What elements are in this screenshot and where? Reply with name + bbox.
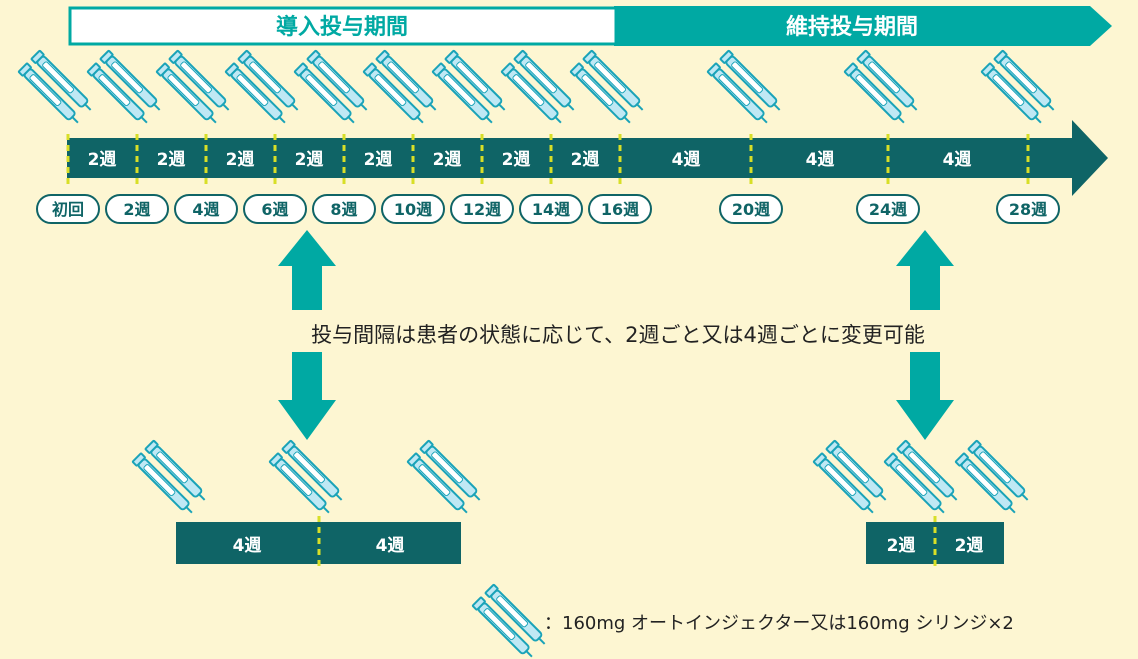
alt-schedule-4-weeks: 4週 4週 — [131, 439, 485, 570]
segment-label: 2週 — [295, 150, 324, 170]
segment-label: 2週 — [226, 150, 255, 170]
segment-label: 2週 — [157, 150, 186, 170]
segment-label: 4週 — [376, 536, 405, 556]
segment-label: 2週 — [502, 150, 531, 170]
syringe-pair-icon — [843, 49, 922, 128]
syringe-pair-icon — [954, 439, 1033, 518]
syringe-pair-icon — [224, 49, 303, 128]
week-marker-label: 24週 — [869, 200, 907, 219]
week-marker-label: 10週 — [394, 200, 432, 219]
syringe-pair-icon — [268, 439, 347, 518]
week-marker-label: 14週 — [532, 200, 570, 219]
timeline-arrow: 2週 2週 2週 2週 2週 2週 2週 2週 4週 4週 4週 — [66, 120, 1108, 196]
dose-icons-row — [17, 49, 1059, 128]
week-marker-label: 6週 — [261, 200, 288, 219]
syringe-pair-icon — [406, 439, 485, 518]
arrow-down-icon — [278, 352, 336, 440]
phase-header: 導入投与期間 維持投与期間 — [68, 6, 1112, 46]
interval-change-note: 投与間隔は患者の状態に応じて、2週ごと又は4週ごとに変更可能 — [311, 323, 925, 347]
segment-label: 4週 — [672, 150, 701, 170]
syringe-pair-icon — [86, 49, 165, 128]
week-marker-label: 20週 — [732, 200, 770, 219]
syringe-pair-icon — [131, 439, 210, 518]
maintenance-phase-band — [614, 6, 1112, 46]
syringe-pair-icon — [293, 49, 372, 128]
induction-phase-band — [68, 6, 618, 46]
week-marker-label: 初回 — [52, 200, 84, 219]
segment-label: 2週 — [887, 536, 916, 556]
week-markers: 初回 2週 4週 6週 8週 10週 12週 14週 16週 20週 24週 2… — [36, 194, 1060, 224]
segment-label: 4週 — [806, 150, 835, 170]
legend-text: ：160mg オートインジェクター又は160mg シリンジ×2 — [544, 613, 1014, 634]
syringe-pair-icon — [980, 49, 1059, 128]
week-marker-label: 4週 — [192, 200, 219, 219]
syringe-pair-icon — [471, 583, 550, 659]
week-marker-label: 8週 — [330, 200, 357, 219]
timeline-dividers — [66, 134, 1030, 184]
syringe-pair-icon — [155, 49, 234, 128]
week-marker-label: 12週 — [463, 200, 501, 219]
syringe-pair-icon — [431, 49, 510, 128]
arrow-up-icon — [896, 230, 954, 310]
switch-arrows — [278, 230, 954, 440]
segment-label: 2週 — [433, 150, 462, 170]
maintenance-phase-label: 維持投与期間 — [786, 14, 918, 40]
syringe-pair-icon — [362, 49, 441, 128]
week-marker-label: 28週 — [1009, 200, 1047, 219]
segment-label: 2週 — [571, 150, 600, 170]
syringe-pair-icon — [500, 49, 579, 128]
week-marker-label: 16週 — [601, 200, 639, 219]
syringe-pair-icon — [883, 439, 962, 518]
induction-phase-label: 導入投与期間 — [276, 14, 408, 40]
timeline-bar — [67, 120, 1108, 196]
segment-label: 2週 — [88, 150, 117, 170]
legend: ：160mg オートインジェクター又は160mg シリンジ×2 — [471, 583, 1014, 659]
arrow-up-icon — [278, 230, 336, 310]
alt-schedule-2-weeks: 2週 2週 — [812, 439, 1033, 570]
syringe-pair-icon — [569, 49, 648, 128]
week-marker-label: 2週 — [123, 200, 150, 219]
syringe-pair-icon — [812, 439, 891, 518]
segment-label: 2週 — [364, 150, 393, 170]
arrow-down-icon — [896, 352, 954, 440]
segment-label: 4週 — [233, 536, 262, 556]
segment-label: 2週 — [955, 536, 984, 556]
syringe-pair-icon — [17, 49, 96, 128]
syringe-pair-icon — [706, 49, 785, 128]
segment-label: 4週 — [943, 150, 972, 170]
